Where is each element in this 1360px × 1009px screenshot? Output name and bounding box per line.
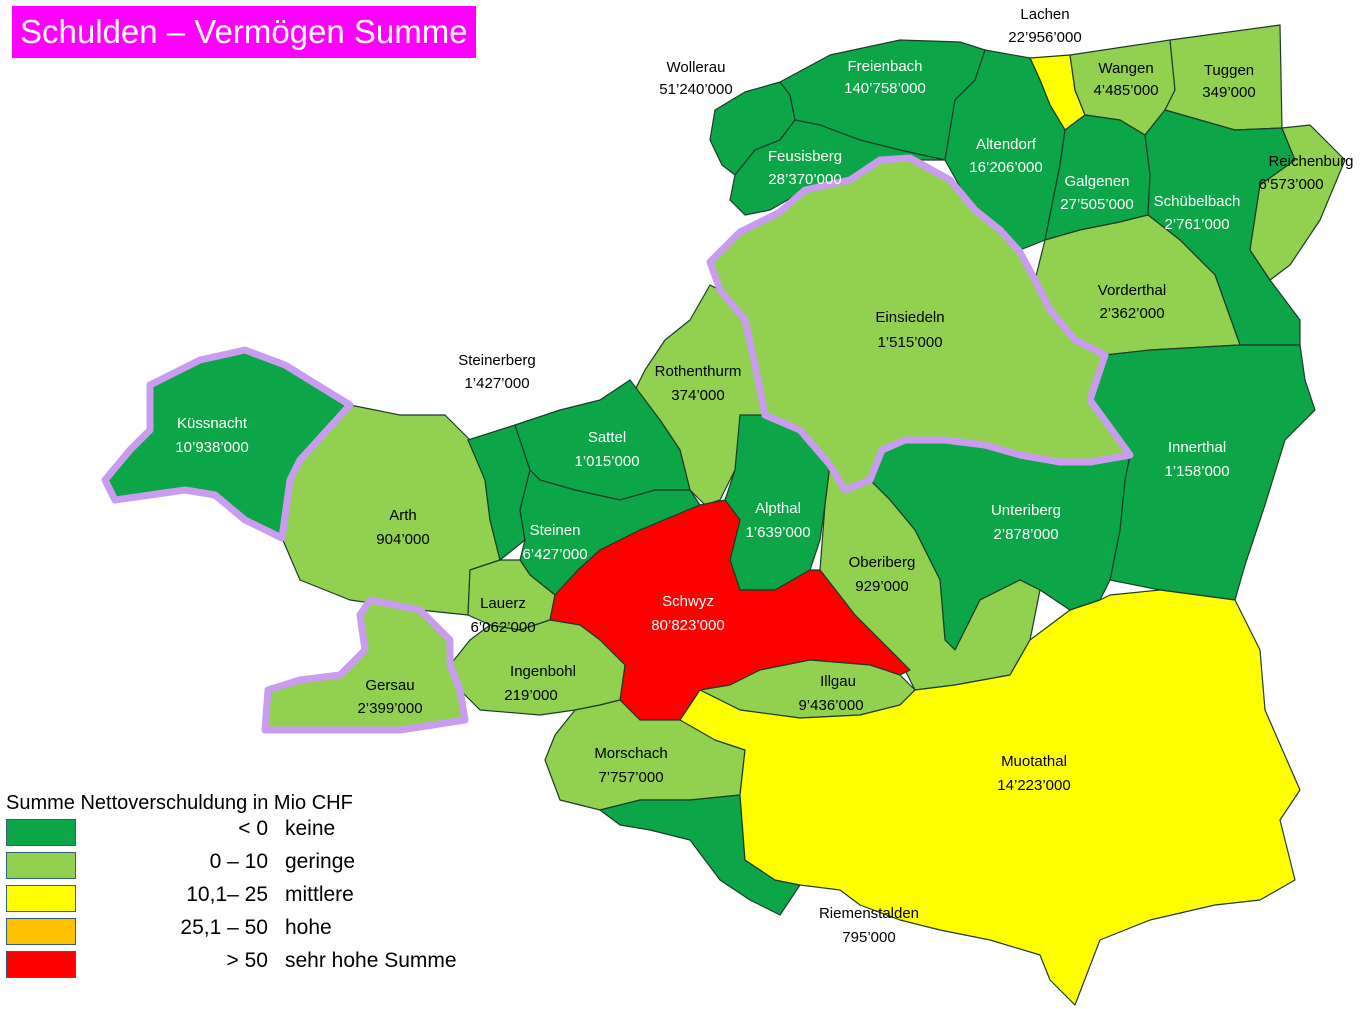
- label-gersau-name: Gersau: [365, 677, 414, 694]
- region-altendorf[interactable]: [944, 49, 1066, 251]
- legend-item: 25,1 – 50 hohe: [6, 914, 526, 947]
- label-einsiedeln-name: Einsiedeln: [875, 309, 944, 326]
- label-schuebelbach-value: 2’761’000: [1164, 216, 1229, 233]
- label-feusisberg-name: Feusisberg: [768, 148, 842, 165]
- region-riemenstalden[interactable]: [599, 794, 801, 916]
- legend-label: hohe: [285, 916, 332, 939]
- legend-item: < 0 keine: [6, 815, 526, 848]
- label-freienbach-name: Freienbach: [847, 58, 922, 75]
- label-alpthal-name: Alpthal: [755, 500, 801, 517]
- label-illgau-name: Illgau: [820, 673, 856, 690]
- label-freienbach-value: 140’758’000: [844, 80, 926, 97]
- label-lauerz-name: Lauerz: [480, 595, 526, 612]
- label-steinerberg-name: Steinerberg: [458, 352, 536, 369]
- label-schwyz-name: Schwyz: [662, 593, 714, 610]
- label-kuessnacht-value: 10’938’000: [175, 439, 248, 456]
- legend-item: 0 – 10 geringe: [6, 848, 526, 881]
- label-reichenburg-name: Reichenburg: [1268, 153, 1353, 170]
- legend-label: mittlere: [285, 883, 354, 906]
- region-reichenburg[interactable]: [1249, 124, 1346, 281]
- legend-swatch: [6, 918, 76, 945]
- label-arth-name: Arth: [389, 507, 417, 524]
- legend-label: sehr hohe Summe: [285, 949, 457, 972]
- label-wollerau-name: Wollerau: [667, 59, 726, 76]
- label-steinen-name: Steinen: [530, 522, 581, 539]
- outline-gersau: [261, 596, 469, 734]
- legend-range: 0 – 10: [209, 850, 268, 873]
- label-tuggen-name: Tuggen: [1204, 62, 1254, 79]
- legend-swatch: [6, 819, 76, 846]
- label-wollerau-value: 51’240’000: [659, 81, 732, 98]
- label-muotathal-value: 14’223’000: [997, 777, 1070, 794]
- legend-label: keine: [285, 817, 336, 840]
- label-vorderthal-value: 2’362’000: [1099, 305, 1164, 322]
- legend: Summe Nettoverschuldung in Mio CHF < 0 k…: [6, 792, 526, 980]
- region-muotathal[interactable]: [679, 589, 1301, 1006]
- legend-swatch: [6, 885, 76, 912]
- label-steinerberg-value: 1’427’000: [464, 375, 529, 392]
- legend-swatch: [6, 951, 76, 978]
- legend-item: 10,1– 25 mittlere: [6, 881, 526, 914]
- label-schwyz-value: 80’823’000: [651, 617, 724, 634]
- label-lachen-name: Lachen: [1020, 6, 1069, 23]
- legend-range: 25,1 – 50: [180, 916, 268, 939]
- label-tuggen-value: 349’000: [1202, 84, 1255, 101]
- label-kuessnacht-name: Küssnacht: [177, 415, 248, 432]
- label-unteriberg-value: 2’878’000: [993, 526, 1058, 543]
- legend-label: geringe: [285, 850, 356, 873]
- legend-swatch: [6, 852, 76, 879]
- label-alpthal-value: 1’639’000: [745, 524, 810, 541]
- label-morschach-value: 7’757’000: [598, 769, 663, 786]
- label-schuebelbach-name: Schübelbach: [1154, 193, 1241, 210]
- label-galgenen-value: 27’505’000: [1060, 196, 1133, 213]
- region-feusisberg[interactable]: [729, 119, 946, 216]
- label-riemenstalden-value: 795’000: [842, 929, 895, 946]
- label-wangen-value: 4’485’000: [1093, 82, 1158, 99]
- label-altendorf-name: Altendorf: [976, 136, 1037, 153]
- label-sattel-name: Sattel: [588, 429, 626, 446]
- outline-kuessnacht: [101, 346, 354, 542]
- label-arth-value: 904’000: [376, 531, 429, 548]
- legend-item: > 50 sehr hohe Summe: [6, 947, 526, 980]
- label-lachen-value: 22’956’000: [1008, 29, 1081, 46]
- label-galgenen-name: Galgenen: [1064, 173, 1129, 190]
- label-lauerz-value: 6’062’000: [470, 619, 535, 636]
- legend-title: Summe Nettoverschuldung in Mio CHF: [6, 792, 353, 814]
- label-riemenstalden-name: Riemenstalden: [819, 905, 919, 922]
- legend-range: > 50: [226, 949, 268, 972]
- label-reichenburg-value: 6’573’000: [1258, 176, 1323, 193]
- label-rothenthurm-name: Rothenthurm: [655, 363, 742, 380]
- map-title: Schulden – Vermögen Summe: [12, 6, 476, 58]
- label-feusisberg-value: 28’370’000: [768, 171, 841, 188]
- label-ingenbohl-value: 219’000: [504, 687, 557, 704]
- label-illgau-value: 9’436’000: [798, 697, 863, 714]
- label-vorderthal-name: Vorderthal: [1098, 282, 1166, 299]
- label-oberiberg-name: Oberiberg: [849, 554, 916, 571]
- outline-einsiedeln: [706, 154, 1134, 494]
- label-oberiberg-value: 929’000: [855, 578, 908, 595]
- label-rothenthurm-value: 374’000: [671, 387, 724, 404]
- legend-range: < 0: [238, 817, 268, 840]
- label-morschach-name: Morschach: [594, 745, 667, 762]
- label-sattel-value: 1’015’000: [574, 453, 639, 470]
- label-wangen-name: Wangen: [1098, 60, 1153, 77]
- label-altendorf-value: 16’206’000: [969, 159, 1042, 176]
- region-ingenbohl[interactable]: [449, 619, 626, 716]
- label-einsiedeln-value: 1’515’000: [877, 334, 942, 351]
- label-gersau-value: 2’399’000: [357, 700, 422, 717]
- label-unteriberg-name: Unteriberg: [991, 502, 1061, 519]
- legend-range: 10,1– 25: [186, 883, 268, 906]
- label-muotathal-name: Muotathal: [1001, 753, 1067, 770]
- label-ingenbohl-name: Ingenbohl: [510, 663, 576, 680]
- label-steinen-value: 6’427’000: [522, 546, 587, 563]
- label-innerthal-value: 1’158’000: [1164, 463, 1229, 480]
- label-innerthal-name: Innerthal: [1168, 439, 1226, 456]
